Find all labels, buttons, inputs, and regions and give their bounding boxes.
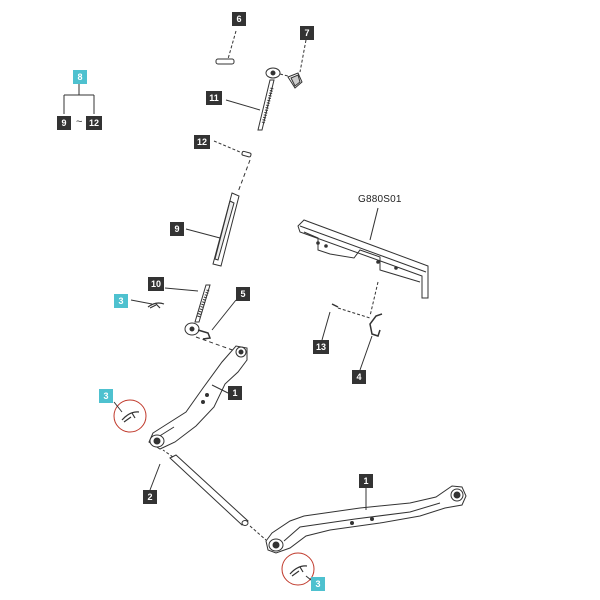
callout-5: 5: [236, 287, 250, 301]
adjusting-rod-part: [164, 284, 237, 340]
callout-3-upper: 3: [99, 389, 113, 403]
threaded-rod-part: [225, 79, 275, 131]
callout-9: 9: [170, 222, 184, 236]
swivel-block-part: [265, 67, 293, 79]
callout-10: 10: [148, 277, 164, 291]
short-pin-part: [213, 140, 252, 158]
callout-4: 4: [352, 370, 366, 384]
mounting-bracket-part: [297, 207, 429, 299]
pin-part: [215, 30, 237, 65]
sleeve-tube-part: [185, 192, 240, 267]
range-separator: ~: [76, 116, 83, 128]
callout-1-lower: 1: [359, 474, 373, 488]
callout-11: 11: [206, 91, 222, 105]
callout-6: 6: [232, 12, 246, 26]
callout-13: 13: [313, 340, 329, 354]
callout-2: 2: [143, 490, 157, 504]
linch-pin-circled-part: [113, 399, 147, 433]
group-bracket: [63, 84, 95, 114]
linch-pin-part: [130, 299, 165, 309]
callout-3-rod: 3: [114, 294, 128, 308]
clip-part: [321, 303, 371, 341]
lift-link-lower-part: [265, 485, 467, 554]
callout-7: 7: [300, 26, 314, 40]
callout-1-upper: 1: [228, 386, 242, 400]
knob-part: [287, 39, 307, 89]
drawing-code: G880S01: [358, 194, 402, 205]
callout-3-lower: 3: [311, 577, 325, 591]
cross-shaft-part: [149, 449, 267, 541]
callout-range-start: 9: [57, 116, 71, 130]
callout-12: 12: [194, 135, 210, 149]
hook-part: [359, 313, 383, 371]
callout-group-parent: 8: [73, 70, 87, 84]
callout-range-end: 12: [86, 116, 102, 130]
lift-link-upper-part: [148, 345, 248, 450]
